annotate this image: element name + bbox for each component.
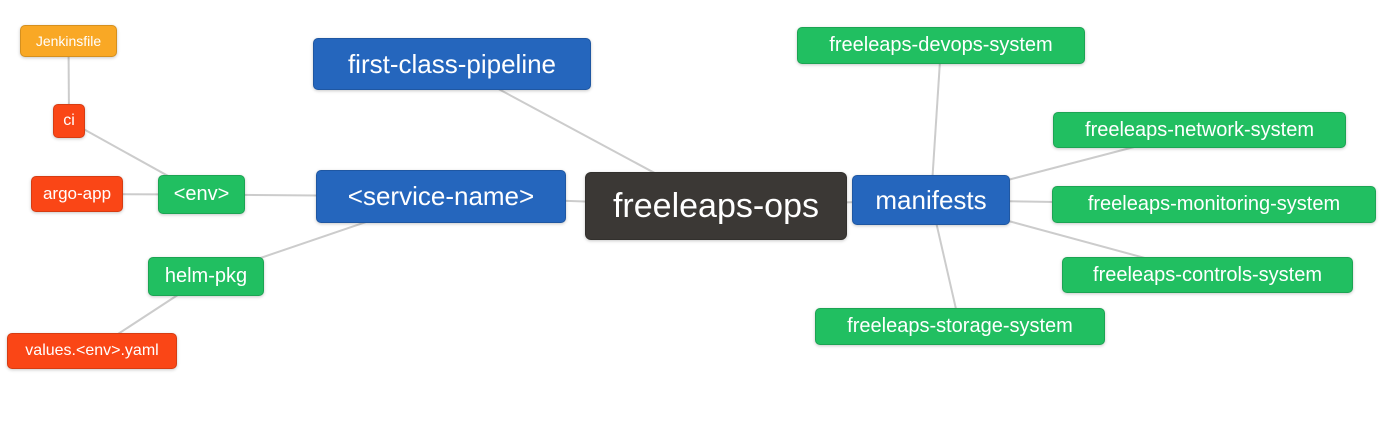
node-freeleaps-ops[interactable]: freeleaps-ops: [585, 172, 847, 240]
node-values-env-yaml[interactable]: values.<env>.yaml: [7, 333, 177, 369]
node-jenkinsfile[interactable]: Jenkinsfile: [20, 25, 117, 57]
node-controls-system[interactable]: freeleaps-controls-system: [1062, 257, 1353, 293]
node-first-class-pipeline[interactable]: first-class-pipeline: [313, 38, 591, 90]
node-manifests[interactable]: manifests: [852, 175, 1010, 225]
node-service-name[interactable]: <service-name>: [316, 170, 566, 223]
node-devops-system[interactable]: freeleaps-devops-system: [797, 27, 1085, 64]
node-argo-app[interactable]: argo-app: [31, 176, 123, 212]
node-env[interactable]: <env>: [158, 175, 245, 214]
node-helm-pkg[interactable]: helm-pkg: [148, 257, 264, 296]
node-ci[interactable]: ci: [53, 104, 85, 138]
edge-manifests-to-devops-system: [930, 45, 942, 201]
node-network-system[interactable]: freeleaps-network-system: [1053, 112, 1346, 148]
node-storage-system[interactable]: freeleaps-storage-system: [815, 308, 1105, 345]
node-monitoring-system[interactable]: freeleaps-monitoring-system: [1052, 186, 1376, 223]
